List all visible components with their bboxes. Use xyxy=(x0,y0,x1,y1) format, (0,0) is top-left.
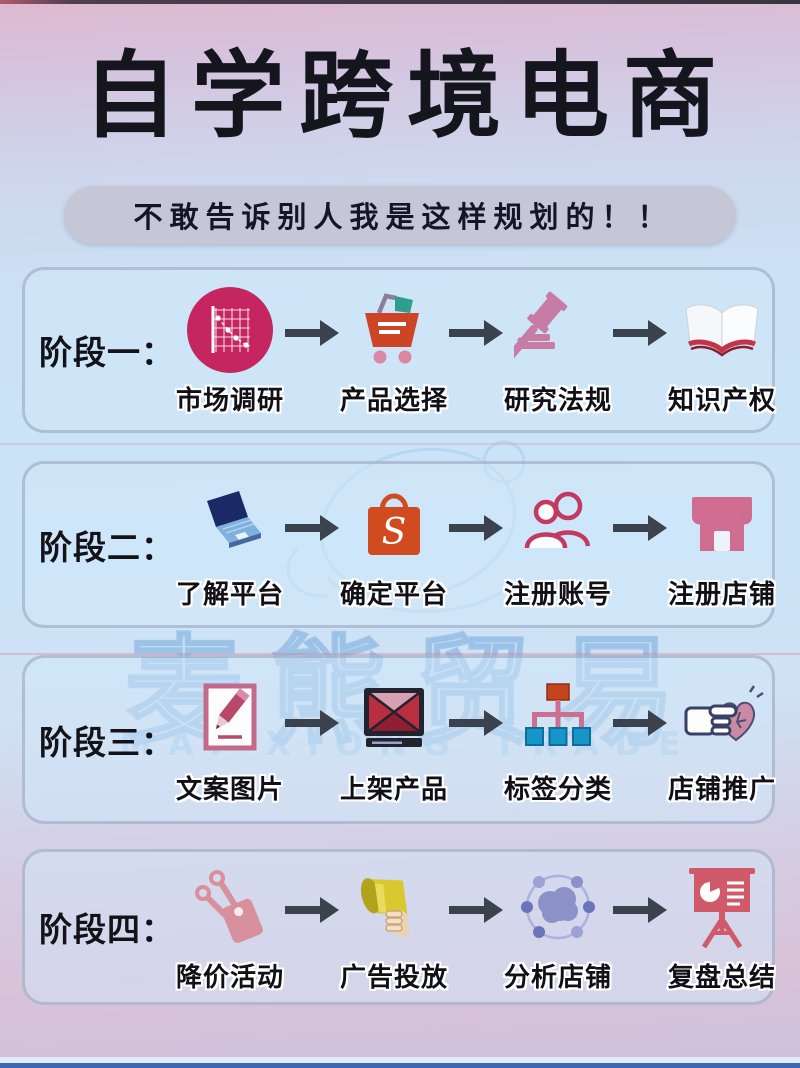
step-label: 研究法规 xyxy=(503,385,612,416)
market-research-icon xyxy=(187,286,273,373)
page-title: 自学跨境电商 xyxy=(82,41,731,151)
stage-1-card: 阶段一： 市场调研 xyxy=(22,267,775,433)
top-edge-artifact xyxy=(0,0,800,4)
step-review-summary: 复盘总结 xyxy=(667,861,777,994)
stage-4-card: 阶段四： 降价活动 xyxy=(22,849,775,1005)
step-analyze-shop: 分析店铺 xyxy=(503,861,613,994)
storefront-icon xyxy=(692,497,752,551)
step-discount-events: 降价活动 xyxy=(175,861,285,994)
bottom-blue-strip xyxy=(0,1063,800,1068)
step-label: 注册店铺 xyxy=(667,580,776,610)
presentation-icon xyxy=(689,867,755,948)
step-tag-classification: 标签分类 xyxy=(503,673,613,806)
product-box-icon xyxy=(364,688,424,747)
step-label: 产品选择 xyxy=(339,385,448,416)
step-label: 上架产品 xyxy=(339,775,448,805)
shopping-cart-icon xyxy=(365,292,419,363)
network-icon xyxy=(521,874,595,939)
step-choose-platform: S 确定平台 xyxy=(339,478,449,611)
step-label: 复盘总结 xyxy=(667,962,776,993)
arrow-right-icon xyxy=(613,514,667,541)
megaphone-icon xyxy=(360,877,409,937)
gavel-icon xyxy=(514,291,568,360)
arrow-right-icon xyxy=(449,514,503,541)
stage-1-label: 阶段一： xyxy=(39,333,175,372)
step-intellectual-property: 知识产权 xyxy=(667,284,777,417)
step-label: 了解平台 xyxy=(175,580,284,610)
stage-2-steps: 了解平台 S 确定平台 xyxy=(175,478,777,611)
laptop-icon xyxy=(207,491,261,548)
bottom-light-strip xyxy=(0,1057,800,1063)
step-label: 市场调研 xyxy=(175,385,284,416)
arrow-right-icon xyxy=(285,709,339,736)
arrow-right-icon xyxy=(449,897,503,923)
arrow-right-icon xyxy=(613,320,667,346)
hierarchy-icon xyxy=(525,683,591,746)
subtitle-pill: 不敢告诉别人我是这样规划的！！ xyxy=(64,186,736,244)
step-label: 分析店铺 xyxy=(503,962,612,993)
arrow-right-icon xyxy=(285,320,339,346)
step-label: 知识产权 xyxy=(667,385,776,416)
stage-3-steps: 文案图片 上架产品 xyxy=(175,673,777,806)
stage-2-card: 阶段二： 了解平台 xyxy=(22,461,775,628)
arrow-right-icon xyxy=(285,514,339,541)
step-label: 文案图片 xyxy=(175,775,284,805)
stage-1-steps: 市场调研 产品选择 xyxy=(175,284,777,417)
arrow-right-icon xyxy=(613,897,667,923)
scissors-tag-icon xyxy=(195,869,263,943)
step-ad-campaigns: 广告投放 xyxy=(339,861,449,994)
step-list-products: 上架产品 xyxy=(339,673,449,806)
step-product-selection: 产品选择 xyxy=(339,284,449,417)
stage-3-label: 阶段三： xyxy=(39,722,175,762)
scanline-artifact xyxy=(0,443,800,445)
scanline-artifact xyxy=(0,653,800,655)
heart-hand-icon xyxy=(684,685,764,742)
users-icon xyxy=(524,491,591,549)
arrow-right-icon xyxy=(449,709,503,736)
arrow-right-icon xyxy=(285,897,339,923)
stage-4-label: 阶段四： xyxy=(39,910,175,949)
step-market-research: 市场调研 xyxy=(175,284,285,417)
step-label: 确定平台 xyxy=(339,580,448,610)
arrow-right-icon xyxy=(449,320,503,346)
step-label: 广告投放 xyxy=(339,962,448,993)
step-register-shop: 注册店铺 xyxy=(667,478,777,611)
step-shop-promotion: 店铺推广 xyxy=(667,673,777,806)
shopee-letter: S xyxy=(382,512,407,553)
open-book-icon xyxy=(685,303,759,357)
step-register-account: 注册账号 xyxy=(503,478,613,611)
shopping-bag-icon: S xyxy=(368,493,420,555)
step-label: 降价活动 xyxy=(175,962,284,993)
step-label: 标签分类 xyxy=(503,775,612,805)
step-learn-platforms: 了解平台 xyxy=(175,478,285,611)
stage-3-card: 阶段三： 文案图片 xyxy=(22,655,775,824)
subtitle-text: 不敢告诉别人我是这样规划的！！ xyxy=(133,200,674,234)
step-label: 店铺推广 xyxy=(667,775,776,805)
pencil-note-icon xyxy=(203,683,257,751)
step-label: 注册账号 xyxy=(503,580,612,610)
stage-2-label: 阶段二： xyxy=(39,527,175,567)
step-copy-and-images: 文案图片 xyxy=(175,673,285,806)
arrow-right-icon xyxy=(613,709,667,736)
stage-4-steps: 降价活动 广告投放 xyxy=(175,861,777,994)
step-research-regulations: 研究法规 xyxy=(503,284,613,417)
